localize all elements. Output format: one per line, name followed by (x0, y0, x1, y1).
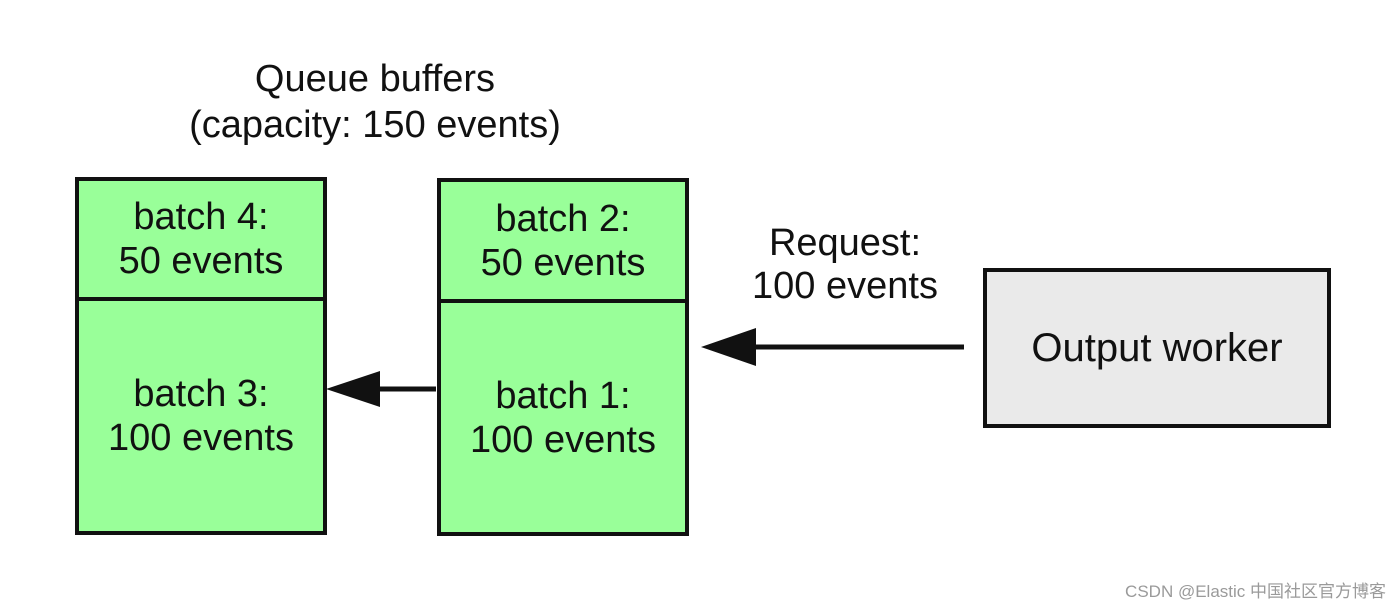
batch-2-cell: batch 2: 50 events (441, 182, 685, 303)
arrow-between-buffers (326, 371, 436, 407)
arrow-request (701, 328, 964, 366)
batch-1-label: batch 1: (495, 374, 631, 417)
output-worker-label: Output worker (1031, 325, 1283, 370)
batch-3-label: batch 3: (133, 373, 269, 415)
batch-4-count: 50 events (118, 240, 284, 282)
batch-3-count: 100 events (108, 417, 294, 459)
batch-4-cell: batch 4: 50 events (79, 181, 323, 301)
diagram-title: Queue buffers (capacity: 150 events) (100, 56, 650, 148)
output-worker-box: Output worker (983, 268, 1331, 428)
title-line-2: (capacity: 150 events) (189, 104, 561, 146)
batch-1-count: 100 events (470, 418, 656, 461)
batch-4-label: batch 4: (133, 196, 269, 238)
title-line-1: Queue buffers (254, 58, 496, 100)
batch-2-label: batch 2: (495, 197, 631, 240)
request-line-1: Request: (768, 222, 922, 264)
watermark: CSDN @Elastic 中国社区官方博客 (1125, 582, 1386, 601)
batch-2-count: 50 events (480, 241, 646, 284)
batch-3-cell: batch 3: 100 events (79, 301, 323, 531)
request-line-2: 100 events (752, 265, 938, 307)
queue-buffer-right: batch 2: 50 events batch 1: 100 events (437, 178, 689, 536)
queue-buffer-left: batch 4: 50 events batch 3: 100 events (75, 177, 327, 535)
batch-1-cell: batch 1: 100 events (441, 303, 685, 532)
request-label: Request: 100 events (720, 222, 970, 308)
